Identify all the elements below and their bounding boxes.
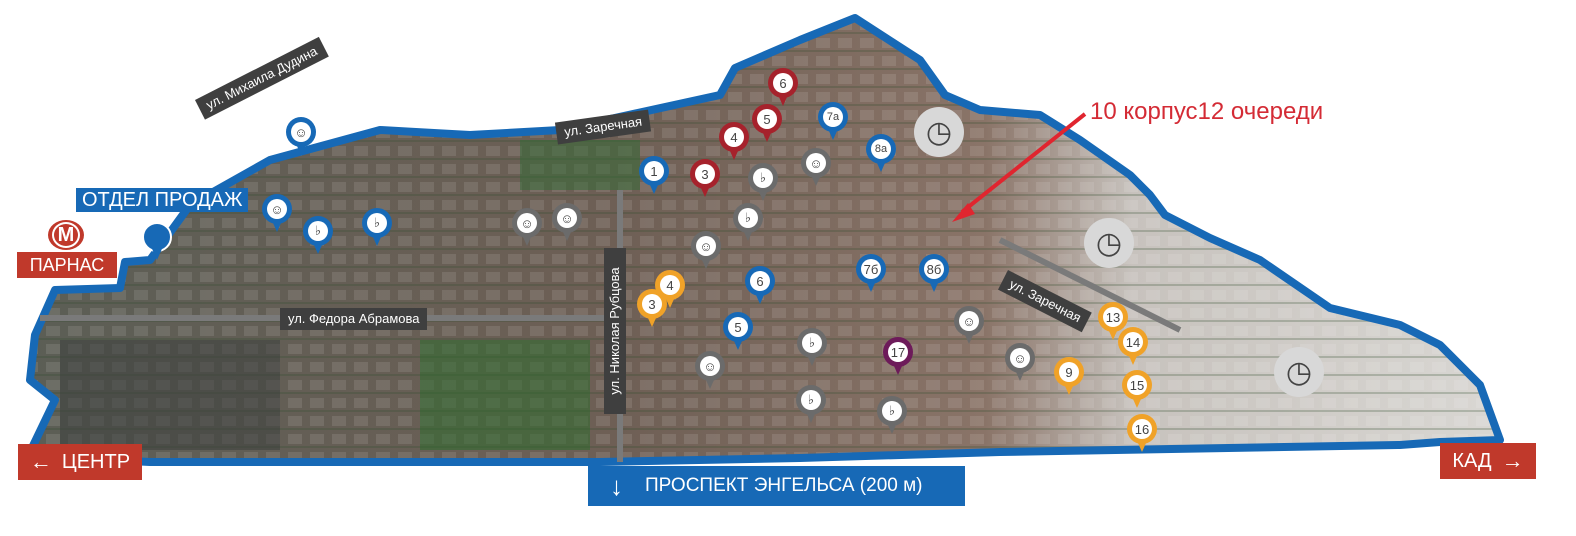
baby-stroller-icon: ☺ <box>557 208 577 228</box>
baby-stroller-icon: ☺ <box>696 236 716 256</box>
building-pin-purple-17[interactable]: 17 <box>883 337 913 377</box>
baby-stroller-icon: ☺ <box>959 311 979 331</box>
kindergarten-pin[interactable]: ☺ <box>262 194 292 234</box>
baby-stroller-icon: ☺ <box>1010 348 1030 368</box>
baby-stroller-icon: ☺ <box>291 122 311 142</box>
baby-stroller-icon: ☺ <box>267 199 287 219</box>
kindergarten-pin[interactable]: ☺ <box>286 117 316 157</box>
school-pin[interactable]: ♭ <box>303 216 333 256</box>
clock-icon: ◷ <box>1084 218 1134 268</box>
building-pin-orange-13[interactable]: 13 <box>1098 302 1128 342</box>
arrow-down-icon: ↓ <box>610 470 623 501</box>
kindergarten-pin-planned[interactable]: ☺ <box>512 208 542 248</box>
arrow-left-icon: ← <box>29 449 52 474</box>
bell-icon: ♭ <box>738 208 758 228</box>
school-pin-planned[interactable]: ♭ <box>748 163 778 203</box>
kindergarten-pin-planned[interactable]: ☺ <box>552 203 582 243</box>
kindergarten-pin-planned[interactable]: ☺ <box>954 306 984 346</box>
kindergarten-pin-planned[interactable]: ☺ <box>801 148 831 188</box>
school-pin-planned[interactable]: ♭ <box>733 203 763 243</box>
district-boundary <box>26 14 1504 466</box>
arrow-right-icon: → <box>1501 448 1524 473</box>
building-pin-blue-8b[interactable]: 8б <box>919 254 949 294</box>
building-pin-blue-5[interactable]: 5 <box>723 312 753 352</box>
bell-icon: ♭ <box>802 333 822 353</box>
building-pin-blue-1[interactable]: 1 <box>639 156 669 196</box>
bell-icon: ♭ <box>367 213 387 233</box>
engelsa-avenue-sign[interactable]: ↓ ПРОСПЕКТ ЭНГЕЛЬСА (200 м) <box>588 466 965 506</box>
sales-office-pin[interactable] <box>142 222 172 262</box>
center-direction-sign[interactable]: ← ЦЕНТР <box>18 444 142 480</box>
building-pin-red-4[interactable]: 4 <box>719 122 749 162</box>
school-pin-planned[interactable]: ♭ <box>796 385 826 425</box>
clock-icon: ◷ <box>1274 347 1324 397</box>
school-pin-planned[interactable]: ♭ <box>877 396 907 436</box>
kindergarten-pin-planned[interactable]: ☺ <box>691 231 721 271</box>
building-pin-orange-15[interactable]: 15 <box>1122 370 1152 410</box>
baby-stroller-icon: ☺ <box>700 356 720 376</box>
baby-stroller-icon: ☺ <box>806 153 826 173</box>
building-pin-red-5[interactable]: 5 <box>752 104 782 144</box>
bell-icon: ♭ <box>882 401 902 421</box>
building-pin-red-6[interactable]: 6 <box>768 68 798 108</box>
kindergarten-pin-planned[interactable]: ☺ <box>1005 343 1035 383</box>
building-pin-blue-6[interactable]: 6 <box>745 266 775 306</box>
school-pin-planned[interactable]: ♭ <box>797 328 827 368</box>
clock-icon: ◷ <box>914 107 964 157</box>
metro-icon: M <box>48 220 84 250</box>
annotation-arrow <box>960 112 1087 214</box>
metro-station-label: ПАРНАС <box>17 252 117 278</box>
sales-office-text: ОТДЕЛ ПРОДАЖ <box>82 188 243 211</box>
kindergarten-pin-planned[interactable]: ☺ <box>695 351 725 391</box>
building-pin-orange-14[interactable]: 14 <box>1118 327 1148 367</box>
sales-office-label[interactable]: ОТДЕЛ ПРОДАЖ <box>76 188 249 212</box>
baby-stroller-icon: ☺ <box>517 213 537 233</box>
building-pin-red-3[interactable]: 3 <box>690 159 720 199</box>
building-pin-blue-8a[interactable]: 8а <box>866 134 896 174</box>
bell-icon: ♭ <box>308 221 328 241</box>
kad-direction-sign[interactable]: КАД → <box>1440 443 1536 479</box>
building-pin-orange-16[interactable]: 16 <box>1127 414 1157 454</box>
bell-icon: ♭ <box>801 390 821 410</box>
street-label-rubtsova: ул. Николая Рубцова <box>604 248 626 414</box>
building-pin-orange-3[interactable]: 3 <box>637 289 667 329</box>
bell-icon: ♭ <box>753 168 773 188</box>
building-pin-blue-7a[interactable]: 7а <box>818 102 848 142</box>
building-pin-blue-7b[interactable]: 7б <box>856 254 886 294</box>
street-label-abramova: ул. Федора Абрамова <box>280 308 428 330</box>
building-pin-orange-9[interactable]: 9 <box>1054 357 1084 397</box>
school-pin[interactable]: ♭ <box>362 208 392 248</box>
annotation-text: 10 корпус12 очереди <box>1090 98 1324 125</box>
